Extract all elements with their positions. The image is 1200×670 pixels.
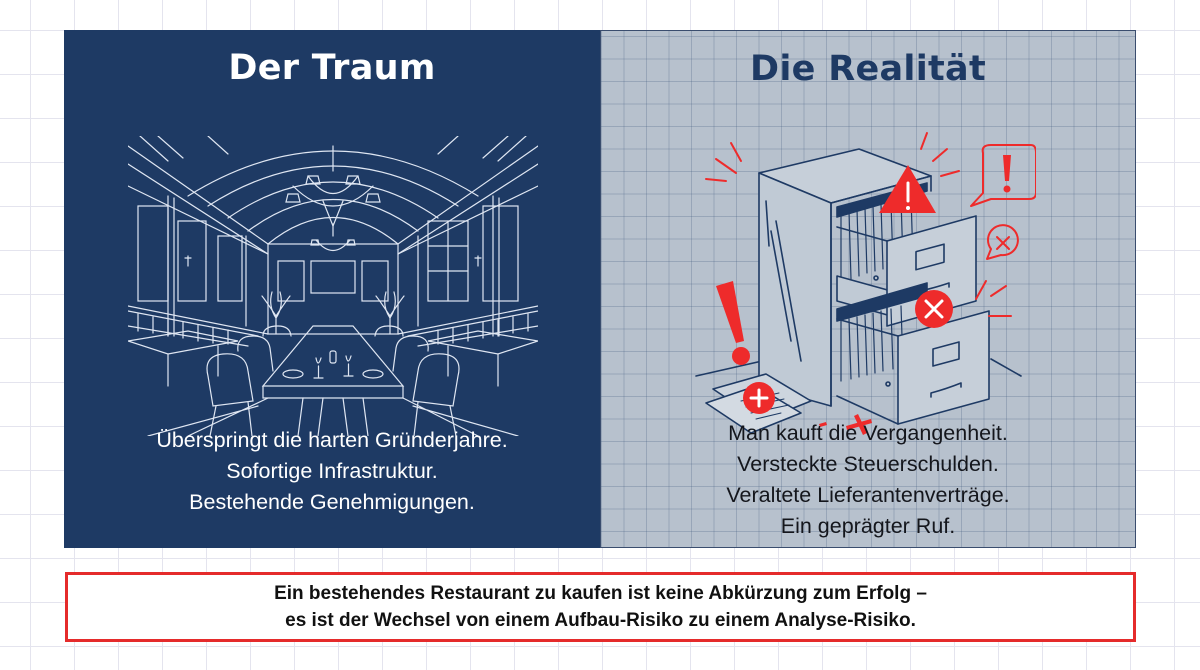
reality-risk-1: Man kauft die Vergangenheit. — [728, 421, 1008, 445]
reality-risk-4: Ein geprägter Ruf. — [780, 514, 956, 538]
reality-risk-3: Veraltete Lieferantenverträge. — [726, 483, 1010, 507]
dream-benefit-3: Bestehende Genehmigungen. — [189, 490, 475, 514]
conclusion-line-1: Ein bestehendes Restaurant zu kaufen ist… — [274, 583, 927, 604]
reality-panel: Die Realität — [600, 30, 1136, 548]
dream-panel: Der Traum — [64, 30, 600, 548]
dream-benefit-2: Sofortige Infrastruktur. — [226, 459, 438, 483]
conclusion-line-2: es ist der Wechsel von einem Aufbau-Risi… — [285, 610, 916, 631]
dream-benefits-list: Überspringt die harten Gründerjahre. Sof… — [64, 425, 600, 518]
conclusion-callout: Ein bestehendes Restaurant zu kaufen ist… — [65, 572, 1136, 642]
reality-title: Die Realität — [750, 49, 986, 89]
dream-title: Der Traum — [228, 48, 436, 88]
filing-cabinet-illustration-icon — [695, 132, 1036, 435]
restaurant-illustration-icon — [128, 136, 538, 436]
dream-benefit-1: Überspringt die harten Gründerjahre. — [156, 428, 508, 452]
reality-risk-2: Versteckte Steuerschulden. — [737, 452, 999, 476]
reality-risks-list: Man kauft die Vergangenheit. Versteckte … — [601, 418, 1135, 542]
